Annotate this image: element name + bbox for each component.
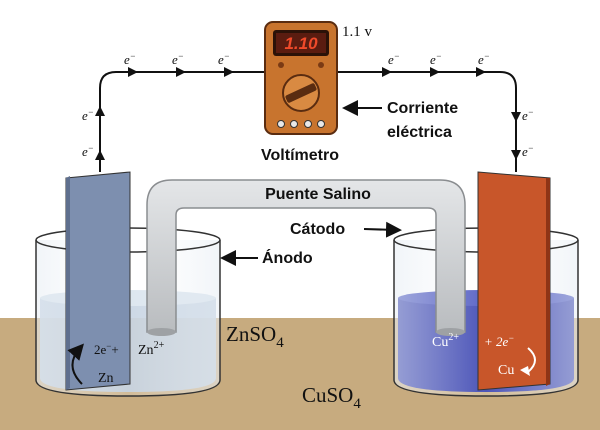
voltmeter-terminal (277, 120, 285, 128)
voltmeter: 1.10 (264, 21, 338, 135)
electron-label: e− (522, 107, 534, 123)
current-label-line1: Corriente (387, 100, 458, 117)
cathode-arrow (363, 221, 402, 238)
zinc-metal: Zn (98, 371, 114, 386)
voltmeter-label: Voltímetro (261, 147, 339, 164)
copper-electrons: + 2e− (484, 333, 514, 349)
electron-labels: e− e− e− e− e− e− e− e− e− e− (82, 51, 534, 159)
zinc-ion: Zn2+ (138, 340, 165, 358)
zinc-reaction: 2e−+ Zn2+ Zn (67, 340, 165, 386)
copper-reduction-arrowhead (520, 366, 530, 376)
voltmeter-terminal (317, 120, 325, 128)
zinc-sulfate-label: ZnSO4 (226, 322, 284, 351)
copper-reduction-arrow (527, 347, 536, 373)
electron-label: e− (218, 51, 230, 67)
copper-ion: Cu2+ (432, 332, 459, 350)
electron-label: e− (172, 51, 184, 67)
electron-label: e− (124, 51, 136, 67)
cathode-label: Cátodo (290, 221, 345, 238)
voltmeter-terminal (304, 120, 312, 128)
salt-bridge-end (436, 328, 465, 336)
anode-label: Ánodo (262, 248, 313, 267)
electron-label: e− (82, 143, 94, 159)
copper-electrode (477, 171, 551, 391)
salt-bridge-label: Puente Salino (265, 186, 371, 203)
voltmeter-knob-dot (278, 62, 284, 68)
salt-bridge (146, 179, 466, 336)
electron-label: e− (82, 107, 94, 123)
zinc-electrons: 2e−+ (94, 341, 119, 357)
electron-label: e− (388, 51, 400, 67)
electron-label: e− (478, 51, 490, 67)
voltmeter-knob-dot (318, 62, 324, 68)
electron-label: e− (522, 143, 534, 159)
voltage-reading: 1.1 v (342, 24, 373, 40)
voltmeter-terminal (290, 120, 298, 128)
voltmeter-display-value: 1.10 (284, 34, 318, 53)
copper-metal: Cu (498, 363, 514, 378)
current-label-line2: eléctrica (387, 124, 452, 141)
voltmeter-dial-pointer (285, 83, 317, 103)
copper-sulfate-label: CuSO4 (302, 383, 361, 412)
left-wire (99, 71, 265, 172)
electron-flow-arrows (95, 67, 521, 160)
salt-bridge-end (147, 328, 176, 336)
electron-label: e− (430, 51, 442, 67)
zinc-electrode (65, 171, 131, 391)
zinc-oxidation-arrow (67, 343, 84, 385)
copper-reaction: Cu2+ + 2e− Cu (432, 332, 536, 378)
voltmeter-display (276, 33, 326, 53)
right-wire (336, 71, 517, 172)
